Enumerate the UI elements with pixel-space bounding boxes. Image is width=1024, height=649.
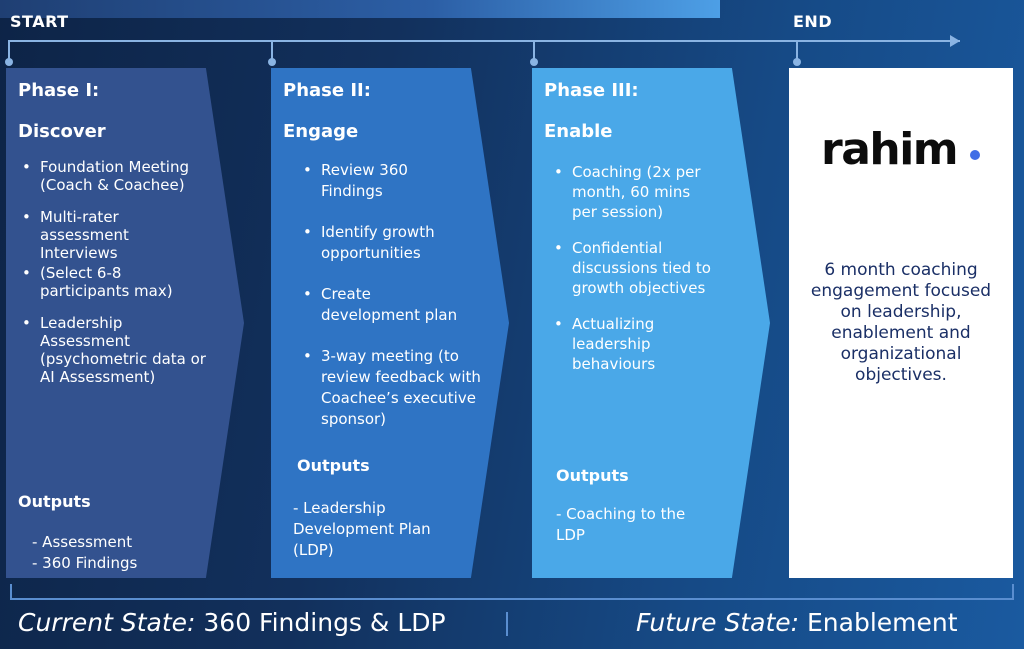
timeline-tick: [796, 40, 798, 62]
timeline-tick: [271, 40, 273, 62]
logo-dot-icon: [970, 150, 980, 160]
list-item: (Select 6-8 participants max): [22, 264, 207, 300]
end-summary-box: rahim 6 month coaching engagement focuse…: [789, 68, 1013, 578]
output-item: - Coaching to the LDP: [556, 505, 686, 544]
rahim-logo: rahim: [821, 124, 959, 175]
phase-number: Phase II:: [283, 80, 371, 101]
output-item: - Leadership Development Plan (LDP): [293, 499, 431, 559]
footer-bracket-left: [10, 584, 12, 600]
current-state-label: Current State:: [18, 608, 196, 637]
list-item: Confidential discussions tied to growth …: [554, 238, 724, 298]
list-item: 3-way meeting (to review feedback with C…: [303, 346, 483, 430]
phase-discover: Phase I: Discover Foundation Meeting (Co…: [6, 68, 244, 578]
phase-name: Engage: [283, 121, 359, 142]
phase-name: Enable: [544, 121, 613, 142]
phase-engage: Phase II: Engage Review 360 Findings Ide…: [271, 68, 509, 578]
timeline-arrow-icon: [950, 35, 960, 47]
future-state-value: Enablement: [807, 608, 958, 637]
list-item: Coaching (2x per month, 60 mins per sess…: [554, 162, 719, 222]
footer-bracket-right: [1012, 584, 1014, 600]
phase-number: Phase III:: [544, 80, 639, 101]
current-state: Current State: 360 Findings & LDP: [18, 608, 446, 637]
timeline-tick: [8, 40, 10, 62]
timeline-dot: [793, 58, 801, 66]
timeline-dot: [268, 58, 276, 66]
outputs-title: Outputs: [297, 456, 370, 475]
start-label: START: [10, 12, 69, 31]
list-item: Leadership Assessment (psychometric data…: [22, 314, 207, 386]
phase-item-list: Review 360 Findings Identify growth oppo…: [283, 160, 509, 430]
phase-item-list: Coaching (2x per month, 60 mins per sess…: [544, 162, 770, 374]
list-item: Actualizing leadership behaviours: [554, 314, 714, 374]
list-item: Identify growth opportunities: [303, 222, 473, 264]
engagement-description: 6 month coaching engagement focused on l…: [810, 260, 992, 385]
list-item: Review 360 Findings: [303, 160, 473, 202]
top-accent-bar: [0, 0, 720, 18]
list-item: Create development plan: [303, 284, 473, 326]
phase-item-list: Foundation Meeting (Coach & Coachee) Mul…: [18, 158, 244, 386]
list-item: Foundation Meeting (Coach & Coachee): [22, 158, 207, 194]
timeline-dot: [5, 58, 13, 66]
current-state-value: 360 Findings & LDP: [203, 608, 446, 637]
timeline-tick: [533, 40, 535, 62]
outputs-title: Outputs: [18, 492, 91, 511]
future-state-label: Future State:: [636, 608, 800, 637]
output-item: - Assessment: [32, 533, 133, 551]
timeline-line: [8, 40, 960, 42]
future-state: Future State: Enablement: [636, 608, 958, 637]
list-item: Multi-rater assessment Interviews: [22, 208, 207, 262]
phase-name: Discover: [18, 121, 106, 142]
footer-separator: [506, 612, 508, 636]
end-label: END: [793, 12, 833, 31]
timeline-dot: [530, 58, 538, 66]
phase-enable: Phase III: Enable Coaching (2x per month…: [532, 68, 770, 578]
phase-number: Phase I:: [18, 80, 100, 101]
outputs-title: Outputs: [556, 466, 629, 485]
output-item: - 360 Findings: [32, 554, 138, 572]
footer-bracket-line: [10, 598, 1014, 600]
